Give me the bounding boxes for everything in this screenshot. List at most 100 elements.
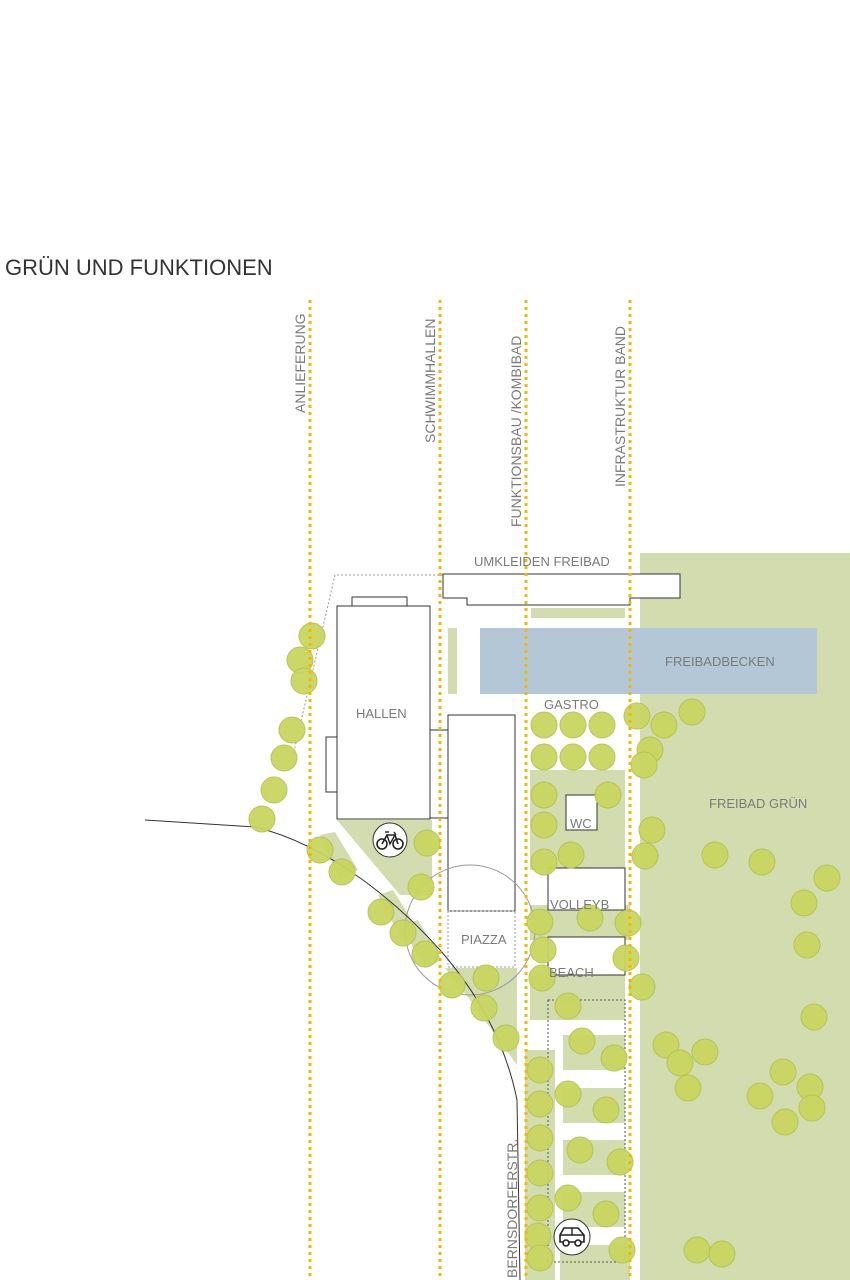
tree (638, 816, 666, 844)
tree (568, 1027, 596, 1055)
tree (306, 836, 334, 864)
tree (608, 1236, 636, 1264)
tree (438, 971, 466, 999)
freibadbecken-pool (480, 628, 817, 694)
funktionsbau-building (447, 714, 516, 912)
tree (612, 944, 640, 972)
label-gastro: GASTRO (544, 697, 599, 712)
parking-area (547, 999, 626, 1263)
green-bike-area (337, 820, 432, 895)
tree (472, 964, 500, 992)
tree (746, 1082, 774, 1110)
band-label-schwimmhallen: SCHWIMMHALLEN (422, 319, 438, 443)
tree (566, 1136, 594, 1164)
tree (278, 716, 306, 744)
volleyb-court (547, 867, 626, 911)
green-strip-vertical (448, 628, 457, 694)
tree (407, 873, 435, 901)
tree (594, 781, 622, 809)
tree (557, 841, 585, 869)
building-outlines (144, 573, 681, 1280)
tree (790, 889, 818, 917)
tree (650, 711, 678, 739)
tree (389, 919, 417, 947)
label-wc: WC (570, 816, 592, 831)
tree (793, 931, 821, 959)
umkleiden-building (442, 573, 681, 606)
tree (530, 848, 558, 876)
label-piazza: PIAZZA (461, 932, 507, 947)
tree (628, 973, 656, 1001)
tree (529, 936, 557, 964)
tree (530, 811, 558, 839)
tree (631, 842, 659, 870)
tree (367, 898, 395, 926)
tree (674, 1074, 702, 1102)
band-label-funktionsbau: FUNKTIONSBAU /KOMBIBAD (508, 336, 524, 527)
tree (748, 848, 776, 876)
tree (600, 1044, 628, 1072)
tree (470, 994, 498, 1022)
tree (526, 1124, 554, 1152)
diagram-title: GRÜN UND FUNKTIONEN (5, 255, 273, 280)
wc-building (565, 794, 598, 831)
tree (666, 1049, 694, 1077)
tree (526, 1159, 554, 1187)
tree (530, 743, 558, 771)
tree (800, 1003, 828, 1031)
bicycle-icon (372, 822, 408, 858)
label-umkleiden: UMKLEIDEN FREIBAD (474, 554, 610, 569)
green-piazza-south (445, 968, 517, 1065)
label-volleyb: VOLLEYB (550, 897, 609, 912)
tree (260, 776, 288, 804)
tree (298, 622, 326, 650)
band-lines (308, 300, 632, 1280)
label-street: BERNSDORFERSTR. (504, 1139, 520, 1278)
tree (554, 992, 582, 1020)
label-beach: BEACH (549, 965, 594, 980)
car-icon (553, 1218, 591, 1256)
tree (678, 698, 706, 726)
tree (530, 711, 558, 739)
green-strip-top (531, 608, 625, 618)
tree (526, 1194, 554, 1222)
tree (769, 1058, 797, 1086)
tree (708, 1240, 736, 1268)
tree (530, 781, 558, 809)
hallen-side-detail (325, 736, 338, 793)
tree (588, 711, 616, 739)
tree (554, 1080, 582, 1108)
tree (588, 743, 616, 771)
tree (248, 805, 276, 833)
tree (623, 702, 651, 730)
tree (683, 1236, 711, 1264)
tree (526, 1090, 554, 1118)
tree (614, 909, 642, 937)
tree (290, 667, 318, 695)
tree (701, 841, 729, 869)
hallen-building (336, 605, 431, 820)
tree (630, 751, 658, 779)
tree (606, 1148, 634, 1176)
tree (813, 864, 841, 892)
tree (771, 1108, 799, 1136)
label-freibad-gruen: FREIBAD GRÜN (709, 796, 807, 811)
tree (492, 1024, 520, 1052)
tree (526, 1056, 554, 1084)
tree (328, 858, 356, 886)
tree (526, 908, 554, 936)
label-hallen: HALLEN (356, 706, 407, 721)
hallen-top-detail (351, 596, 408, 607)
tree (528, 964, 556, 992)
tree (798, 1094, 826, 1122)
band-label-infrastruktur: INFRASTRUKTUR BAND (612, 326, 628, 487)
tree (592, 1200, 620, 1228)
tree (526, 1244, 554, 1272)
tree-group (248, 622, 841, 1272)
tree (270, 744, 298, 772)
tree (554, 1184, 582, 1212)
tree (592, 1096, 620, 1124)
tree (413, 829, 441, 857)
tree (576, 904, 604, 932)
